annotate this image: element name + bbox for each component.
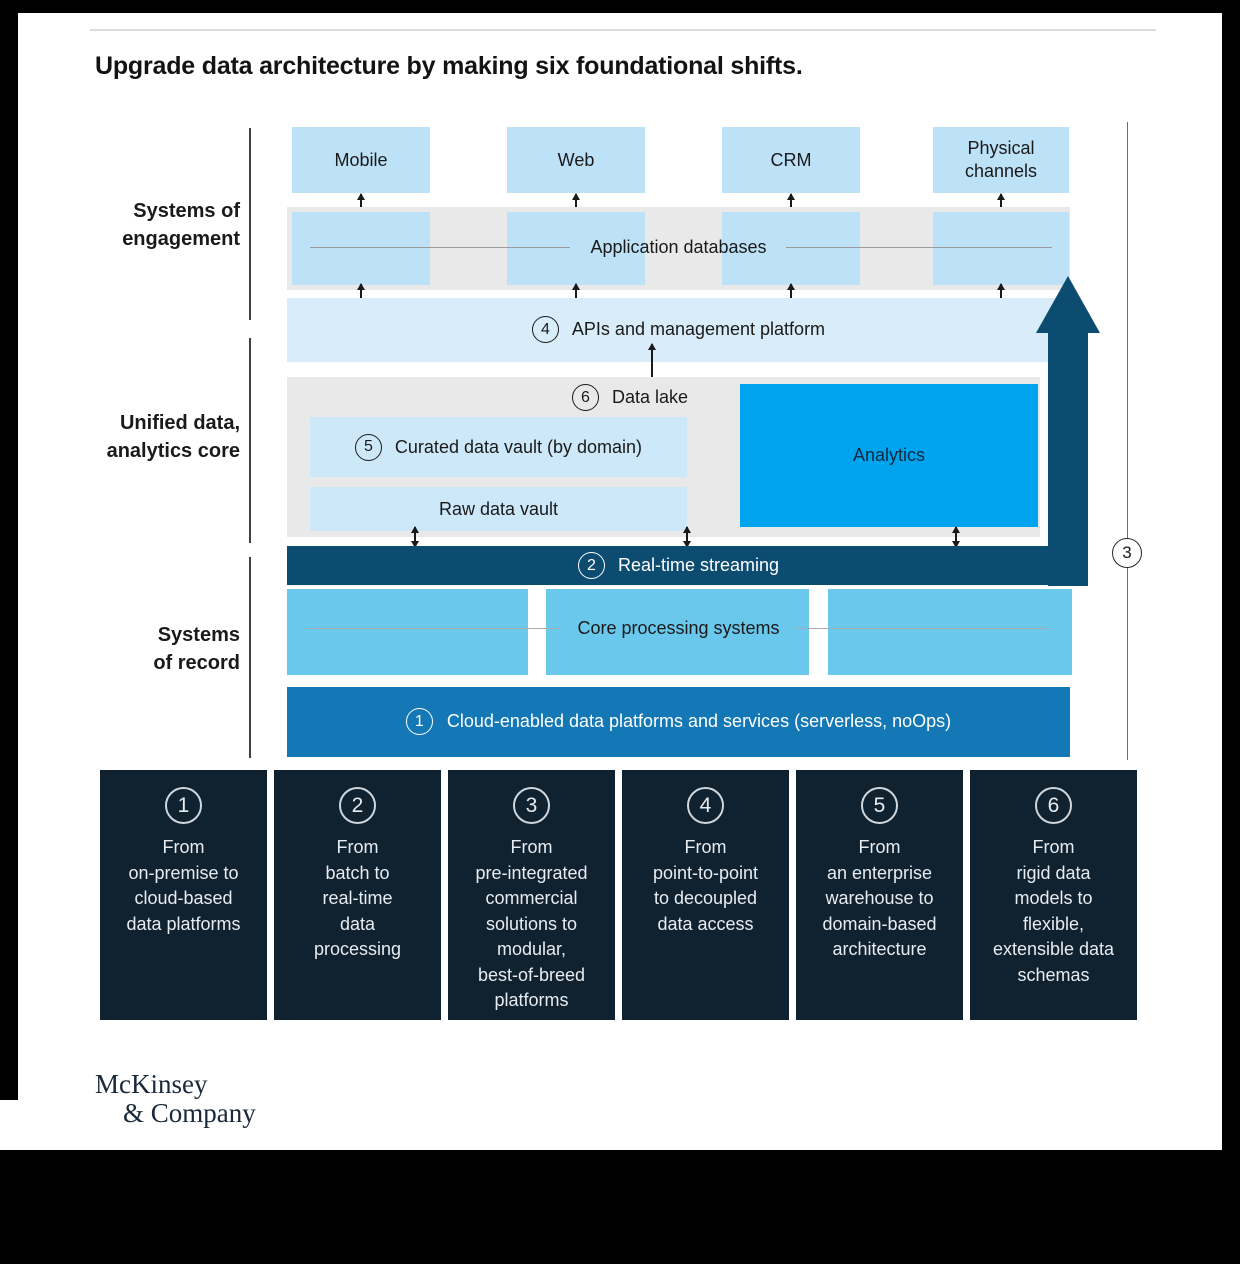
page-title: Upgrade data architecture by making six … [95, 52, 803, 80]
channel-box-web: Web [507, 127, 645, 193]
channel-label: Web [557, 149, 595, 170]
section-bracket-line-2 [249, 338, 251, 543]
double-arrow-icon [575, 194, 577, 215]
core-processing-label: Core processing systems [577, 618, 780, 638]
double-arrow-icon [651, 344, 653, 385]
section-bracket-line-1 [249, 128, 251, 320]
shift-number-badge: 6 [1035, 787, 1072, 824]
frame-bottom [0, 1150, 1240, 1264]
connector-line [305, 628, 560, 629]
step-badge-4: 4 [531, 316, 559, 343]
shift-text: From batch to real-time data processing [313, 837, 402, 959]
double-arrow-icon [575, 284, 577, 306]
connector-line [795, 628, 1050, 629]
upward-flow-arrow-head [1036, 276, 1100, 333]
channel-box-crm: CRM [722, 127, 860, 193]
shift-number-badge: 4 [687, 787, 724, 824]
channel-box-mobile: Mobile [292, 127, 430, 193]
double-arrow-icon [1000, 194, 1002, 215]
shift-number-badge: 5 [861, 787, 898, 824]
step-badge-2: 2 [577, 552, 605, 579]
shift-cards-row: 1 From on-premise to cloud-based data pl… [100, 770, 1137, 1020]
shift-text: From point-to-point to decoupled data ac… [652, 837, 759, 934]
shift-text: From on-premise to cloud-based data plat… [126, 837, 241, 934]
shift-card-6: 6 From rigid data models to flexible, ex… [970, 770, 1137, 1020]
double-arrow-icon [686, 527, 688, 547]
apis-label-row: 4 APIs and management platform [287, 316, 1070, 343]
section-label-record: Systems of record [153, 624, 240, 674]
raw-data-vault-box: Raw data vault [310, 487, 687, 531]
double-arrow-icon [790, 284, 792, 306]
frame-right [1222, 0, 1240, 1150]
data-lake-label-row: 6 Data lake [500, 384, 760, 411]
application-databases-text: Application databases [590, 237, 767, 257]
app-db-box [292, 212, 430, 285]
double-arrow-icon [414, 527, 416, 547]
shift-number-badge: 2 [339, 787, 376, 824]
raw-vault-label: Raw data vault [438, 498, 559, 519]
analytics-label: Analytics [852, 445, 926, 465]
analytics-box: Analytics [740, 384, 1038, 527]
double-arrow-icon [1000, 284, 1002, 306]
logo-line-1: McKinsey [95, 1069, 208, 1099]
double-arrow-icon [955, 527, 957, 547]
streaming-label: Real-time streaming [617, 555, 780, 575]
step-badge-3: 3 [1112, 538, 1142, 568]
shift-text: From pre-integrated commercial solutions… [475, 837, 588, 1010]
shift-text: From rigid data models to flexible, exte… [992, 837, 1115, 985]
apis-label: APIs and management platform [571, 319, 826, 339]
channel-label: Mobile [334, 149, 388, 170]
channel-label: Physical channels [964, 138, 1038, 181]
channel-label: CRM [770, 149, 812, 170]
shift-card-1: 1 From on-premise to cloud-based data pl… [100, 770, 267, 1020]
core-processing-box [546, 589, 809, 675]
logo-line-2: & Company [123, 1098, 256, 1128]
shift-card-2: 2 From batch to real-time data processin… [274, 770, 441, 1020]
frame-top [0, 0, 1240, 13]
right-bracket-line [1127, 122, 1128, 760]
core-processing-label-row: Core processing systems [287, 618, 1070, 639]
app-db-box [722, 212, 860, 285]
step-badge-6: 6 [571, 384, 599, 411]
cloud-label-row: 1 Cloud-enabled data platforms and servi… [287, 708, 1070, 735]
core-processing-box [828, 589, 1072, 675]
streaming-label-row: 2 Real-time streaming [287, 552, 1070, 579]
connector-line [786, 247, 1052, 248]
section-label-unified-core: Unified data, analytics core [106, 412, 240, 462]
double-arrow-icon [790, 194, 792, 215]
mckinsey-logo: McKinsey & Company [95, 1070, 256, 1128]
upward-flow-arrow-shaft [1048, 330, 1088, 586]
application-databases-label: Application databases [287, 237, 1070, 258]
channel-box-physical: Physical channels [933, 127, 1069, 193]
streaming-band [287, 546, 1088, 585]
app-db-box [933, 212, 1069, 285]
shift-text: From an enterprise warehouse to domain-b… [822, 837, 937, 959]
section-bracket-line-3 [249, 557, 251, 758]
apis-band [287, 298, 1070, 362]
curated-data-vault-box: 5 Curated data vault (by domain) [310, 417, 687, 477]
section-label-engagement: Systems of engagement [122, 200, 240, 250]
shift-number-badge: 1 [165, 787, 202, 824]
top-rule [90, 29, 1156, 31]
frame-left [0, 0, 18, 1100]
app-db-box [507, 212, 645, 285]
shift-card-4: 4 From point-to-point to decoupled data … [622, 770, 789, 1020]
shift-card-5: 5 From an enterprise warehouse to domain… [796, 770, 963, 1020]
shift-number-badge: 3 [513, 787, 550, 824]
shift-card-3: 3 From pre-integrated commercial solutio… [448, 770, 615, 1020]
cloud-label: Cloud-enabled data platforms and service… [446, 711, 952, 731]
curated-vault-label: Curated data vault (by domain) [394, 436, 643, 457]
core-processing-box [287, 589, 528, 675]
connector-line [310, 247, 570, 248]
step-badge-5: 5 [354, 433, 382, 461]
double-arrow-icon [360, 194, 362, 215]
step-badge-1: 1 [405, 708, 433, 735]
data-lake-label: Data lake [611, 387, 689, 407]
double-arrow-icon [360, 284, 362, 306]
